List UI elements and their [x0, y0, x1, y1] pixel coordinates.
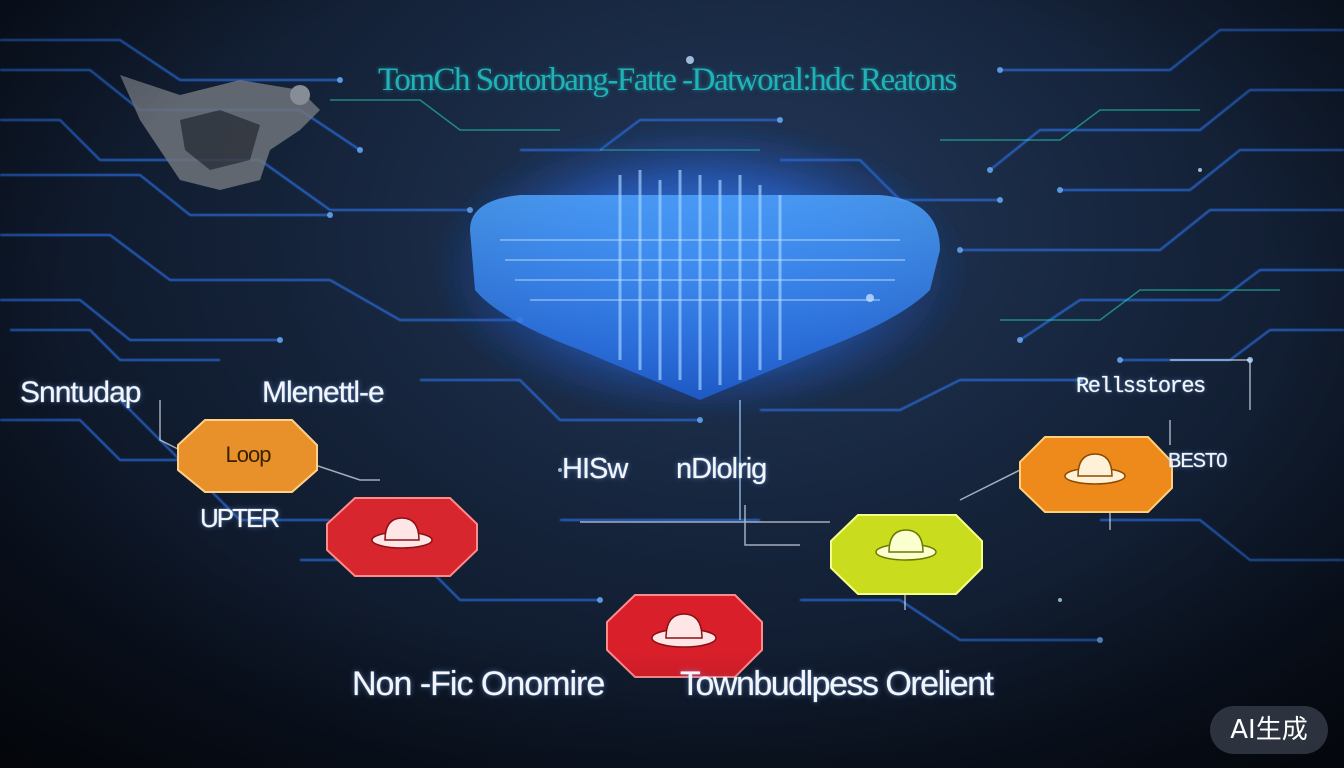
ai-generated-badge: AI生成 — [1210, 706, 1328, 754]
node-loop-label: Loop — [225, 442, 272, 467]
scene-title: TomCh Sortorbang-Fatte -Datworal:hdc Rea… — [378, 62, 957, 98]
label-nonfic: Non -Fic Onomire — [352, 665, 605, 703]
label-onlog: nDlolrig — [676, 453, 767, 485]
label-hisw: HISw — [562, 453, 628, 485]
label-best: BEST0 — [1168, 450, 1227, 472]
label-relstores: Rellsstores — [1076, 374, 1206, 399]
label-town: Townbudlpess Orelient — [680, 665, 994, 703]
label-monitor: Mlenettl-e — [262, 376, 385, 409]
label-integrate: Snntudap — [20, 376, 141, 409]
label-update: UPTER — [200, 503, 280, 533]
